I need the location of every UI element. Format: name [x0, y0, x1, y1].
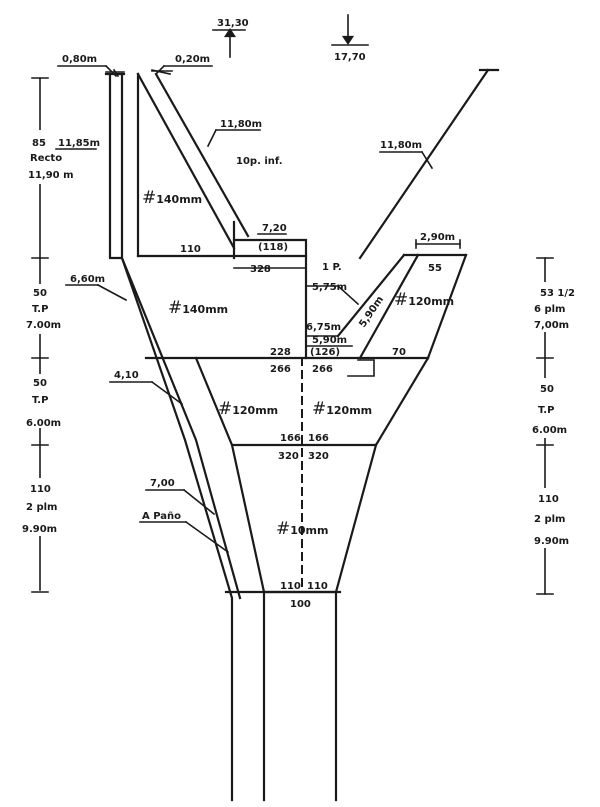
right-scale-s1-count: 53 1/2	[540, 288, 575, 299]
count-228: 228	[270, 347, 291, 358]
top-left-value: 31,30	[217, 18, 249, 29]
left-scale-s4-stretched: 9.90m	[22, 524, 57, 535]
right-wing-mesh-label: #120mm	[394, 290, 454, 310]
count-118: (118)	[258, 242, 288, 253]
count-266-left: 266	[270, 364, 291, 375]
top-right-reference: 17,70	[331, 14, 369, 63]
right-headrope-edge	[358, 68, 490, 260]
mid-left-mesh-label: #140mm	[168, 298, 228, 318]
upper-left-mesh-label: #140mm	[142, 188, 202, 208]
left-scale-s3-cut: T.P	[32, 395, 48, 406]
count-266-right: 266	[312, 364, 333, 375]
left-scale-s4-cut: 2 plm	[26, 502, 57, 513]
count-1p: 1 P.	[322, 262, 342, 273]
left-scale-s2-count: 50	[33, 288, 47, 299]
left-scale-s1-length: 11,85m	[58, 138, 100, 149]
count-166-left: 166	[280, 433, 301, 444]
top-left-width: 0,80m	[62, 54, 97, 65]
cover-note-label: 10p. inf.	[236, 156, 283, 167]
diag-left-length: 11,80m	[220, 119, 262, 130]
wing-low-length: 7,00	[150, 478, 175, 489]
length-labels: 11,80m 11,80m 6,60m 4,10 7,00 A Paño	[70, 119, 422, 522]
right-scale-s1-cut: 6 plm	[534, 304, 565, 315]
count-328: 328	[250, 264, 271, 275]
wing-outer-edge	[108, 72, 234, 802]
count-320-left: 320	[278, 451, 299, 462]
left-scale: 85 11,85m Recto 11,90 m 50 T.P 7.00m 50 …	[18, 77, 100, 593]
count-320-right: 320	[308, 451, 329, 462]
right-scale-s2-cut: T.P	[538, 405, 554, 416]
top-inner-width: 0,20m	[175, 54, 210, 65]
top-width-markers: 0,80m 0,20m	[57, 54, 213, 78]
low-left-mesh-label: #120mm	[218, 399, 278, 419]
right-scale-s3-count: 110	[538, 494, 559, 505]
right-scale-s3-cut: 2 plm	[534, 514, 565, 525]
right-scale-s2-stretched: 6.00m	[532, 425, 567, 436]
count-590: 5,90m	[312, 335, 347, 346]
left-scale-s1-cut: Recto	[30, 153, 62, 164]
count-590-diag: 5,90m	[357, 294, 386, 329]
count-126: (126)	[310, 347, 340, 358]
low-right-mesh-label: #120mm	[312, 399, 372, 419]
count-166-right: 166	[308, 433, 329, 444]
right-scale-s3-stretched: 9.90m	[534, 536, 569, 547]
left-scale-s3-stretched: 6.00m	[26, 418, 61, 429]
net-outline	[104, 68, 500, 802]
left-scale-s2-stretched: 7.00m	[26, 320, 61, 331]
count-110-left: 110	[280, 581, 301, 592]
count-720: 7,20	[262, 223, 287, 234]
cod-mesh-label: #10mm	[276, 519, 328, 539]
wing-left-length: 6,60m	[70, 274, 105, 285]
wing-mid-length: 4,10	[114, 370, 139, 381]
wing-inner-edge	[120, 72, 242, 600]
count-675: 6,75m	[306, 322, 341, 333]
leader-lines	[65, 128, 461, 554]
left-scale-s4-count: 110	[30, 484, 51, 495]
left-scale-s1-count: 85	[32, 138, 46, 149]
count-70: 70	[392, 347, 406, 358]
top-right-value: 17,70	[334, 52, 366, 63]
count-575: 5,75m	[312, 282, 347, 293]
top-left-reference: 31,30	[212, 18, 249, 58]
left-scale-s3-count: 50	[33, 378, 47, 389]
count-110-upper: 110	[180, 244, 201, 255]
count-290: 2,90m	[420, 232, 455, 243]
right-scale-s2-count: 50	[540, 384, 554, 395]
diag-right-length: 11,80m	[380, 140, 422, 151]
wing-low-name: A Paño	[142, 511, 181, 522]
left-scale-s1-stretched: 11,90 m	[28, 170, 74, 181]
count-110-right: 110	[307, 581, 328, 592]
mesh-labels: #140mm #140mm #120mm #120mm #120mm #10mm…	[142, 156, 454, 539]
count-100: 100	[290, 599, 311, 610]
left-scale-s2-cut: T.P	[32, 304, 48, 315]
count-55: 55	[428, 263, 442, 274]
right-scale: 53 1/2 6 plm 7,00m 50 T.P 6.00m 110 2 pl…	[526, 257, 584, 595]
right-scale-s1-stretched: 7,00m	[534, 320, 569, 331]
